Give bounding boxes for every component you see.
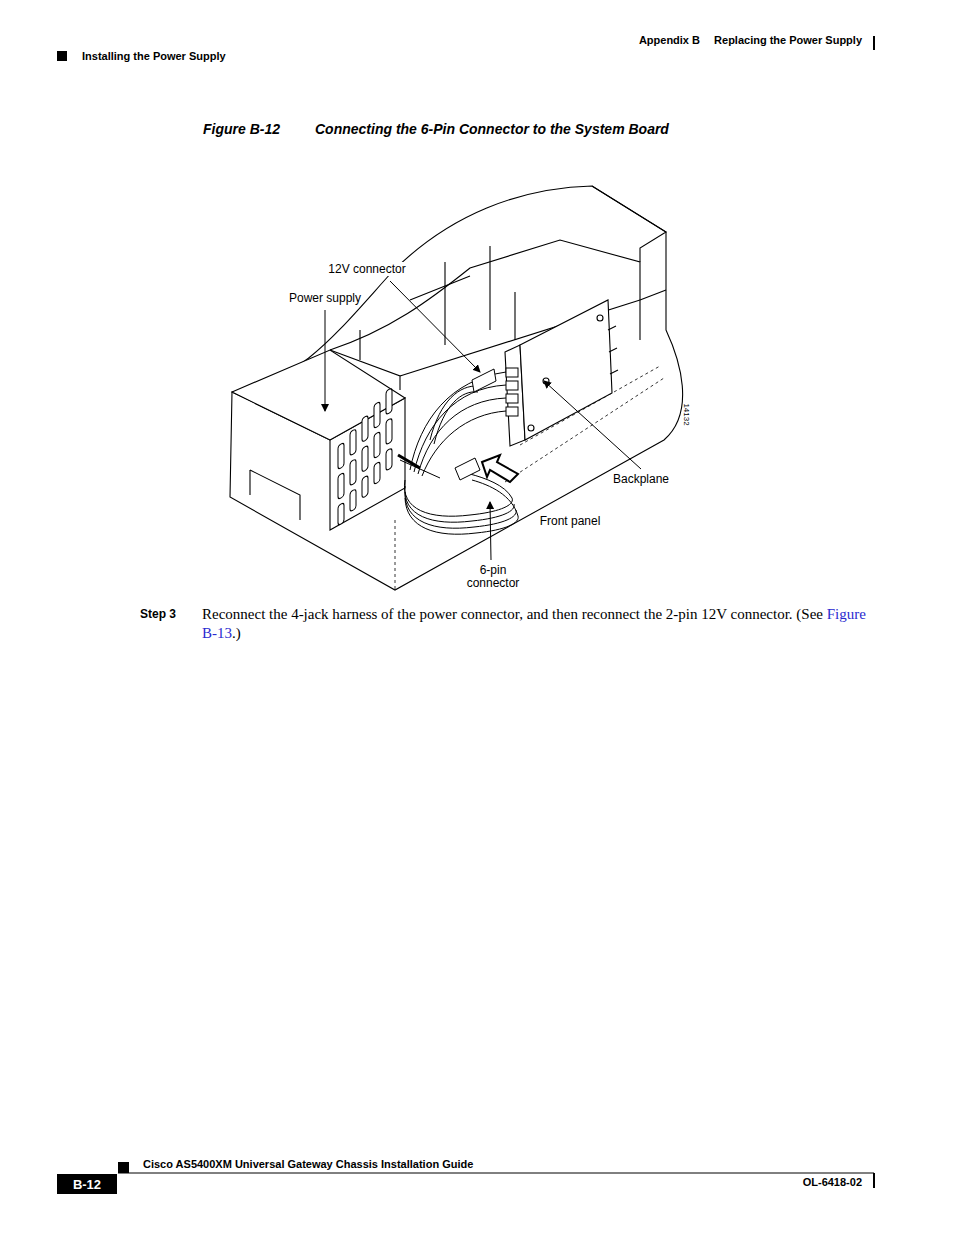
step-text: Reconnect the 4-jack harness of the powe…	[202, 606, 823, 622]
callout-label: Backplane	[613, 472, 669, 486]
callout-label: 6-pin connector	[463, 564, 523, 590]
footer-title: Cisco AS5400XM Universal Gateway Chassis…	[143, 1158, 473, 1170]
header-chapter: Appendix B	[639, 34, 700, 46]
step-text: Reconnect the 4-jack harness of the powe…	[202, 605, 878, 643]
callout-label: Front panel	[540, 514, 601, 528]
page-number-box: B-12	[57, 1174, 117, 1194]
step-number: Step 3	[140, 607, 176, 621]
figure-id: 14132	[682, 403, 691, 425]
footer-doc-number: OL-6418-02	[803, 1176, 862, 1188]
header-title: Replacing the Power Supply	[714, 34, 862, 46]
page-number: B-12	[73, 1177, 101, 1192]
callout-label: 12V connector	[328, 262, 405, 276]
figure-number: Figure B-12	[203, 121, 280, 137]
header-section: Installing the Power Supply	[82, 50, 226, 62]
figure-title: Connecting the 6-Pin Connector to the Sy…	[315, 121, 669, 137]
step-text: .)	[232, 625, 241, 641]
callout-label: Power supply	[289, 291, 361, 305]
